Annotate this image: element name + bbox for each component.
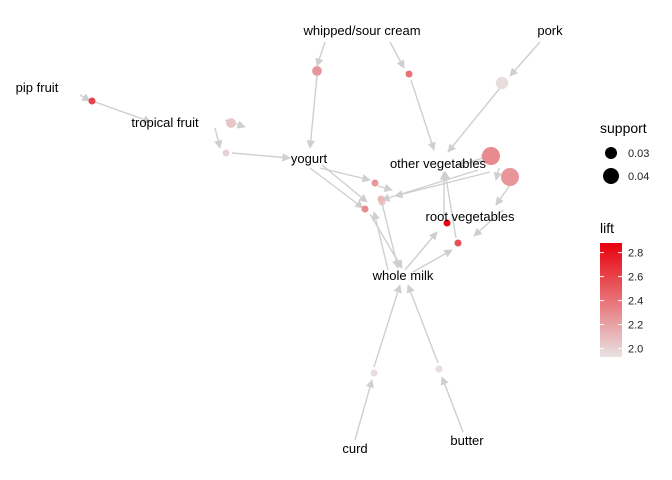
graph-edge — [369, 213, 403, 269]
graph-edge — [79, 93, 91, 102]
graph-edges — [79, 41, 541, 441]
rule-node-r13 — [454, 239, 462, 247]
lift-tick-label: 2.4 — [628, 296, 643, 308]
rule-node-r5 — [405, 70, 413, 78]
lift-colorbar — [600, 243, 622, 357]
lift-legend-title: lift — [600, 220, 614, 236]
graph-edge — [214, 127, 223, 149]
graph-edge — [377, 183, 393, 192]
support-legend: support 0.03 0.04 — [600, 120, 649, 184]
graph-edge — [381, 169, 479, 202]
label-root-vegetables: root vegetables — [426, 209, 515, 224]
rule-node-r16 — [377, 195, 385, 203]
lift-tick-label: 2.6 — [628, 272, 643, 284]
graph-edge — [389, 41, 405, 69]
rule-node-r4 — [495, 76, 509, 90]
label-tropical-fruit: tropical fruit — [131, 115, 199, 130]
rule-node-r9 — [371, 179, 379, 187]
graph-edge — [394, 171, 491, 199]
label-whipped-sour-cream: whipped/sour cream — [302, 23, 420, 38]
graph-edge — [354, 379, 374, 441]
rule-node-r12 — [443, 219, 451, 227]
graph-edge — [309, 167, 364, 209]
graph-item-labels: whipped/sour cream pork pip fruit tropic… — [16, 23, 563, 456]
rule-node-r7 — [482, 147, 500, 165]
support-legend-title: support — [600, 120, 647, 136]
support-legend-label-large: 0.04 — [628, 171, 649, 183]
label-yogurt: yogurt — [291, 151, 328, 166]
rule-node-r1 — [88, 97, 96, 105]
graph-edge — [442, 171, 457, 239]
graph-edge — [447, 87, 501, 153]
graph-edge — [406, 284, 439, 364]
graph-edge — [412, 249, 453, 273]
graph-edge — [404, 231, 438, 271]
lift-colorbar-ticks: 2.8 2.6 2.4 2.2 2.0 — [600, 248, 643, 356]
graph-edge — [493, 167, 502, 181]
label-whole-milk: whole milk — [372, 268, 434, 283]
rule-node-r3 — [312, 66, 322, 76]
rule-node-r8 — [501, 168, 519, 186]
graph-edge — [231, 152, 291, 162]
support-legend-label-small: 0.03 — [628, 148, 649, 160]
lift-tick-label: 2.2 — [628, 320, 643, 332]
lift-legend: lift 2.8 2.6 2.4 2.2 2.0 — [600, 220, 643, 357]
rule-node-r6 — [222, 149, 230, 157]
graph-edge — [509, 41, 541, 77]
graph-edge — [373, 284, 402, 368]
lift-tick-label: 2.8 — [628, 248, 643, 260]
graph-edge — [495, 184, 511, 206]
graph-rule-nodes — [88, 66, 519, 377]
graph-edge — [440, 376, 464, 433]
label-butter: butter — [450, 433, 484, 448]
label-curd: curd — [342, 441, 367, 456]
graph-edge — [455, 159, 489, 168]
rule-node-r14 — [370, 369, 378, 377]
graph-edge — [410, 79, 436, 151]
label-pork: pork — [537, 23, 563, 38]
rule-node-r2 — [226, 118, 236, 128]
label-pip-fruit: pip fruit — [16, 80, 59, 95]
graph-edge — [321, 164, 368, 203]
rule-node-r15 — [435, 365, 443, 373]
label-other-vegetables: other vegetables — [390, 156, 487, 171]
graph-edge — [473, 209, 504, 237]
graph-edge — [315, 41, 326, 67]
lift-tick-label: 2.0 — [628, 344, 643, 356]
rule-node-r10 — [361, 205, 369, 213]
graph-edge — [94, 101, 152, 124]
graph-edge — [306, 75, 318, 149]
support-legend-dot-small — [605, 147, 617, 159]
support-legend-dot-large — [603, 168, 619, 184]
graph-edge — [371, 211, 389, 271]
